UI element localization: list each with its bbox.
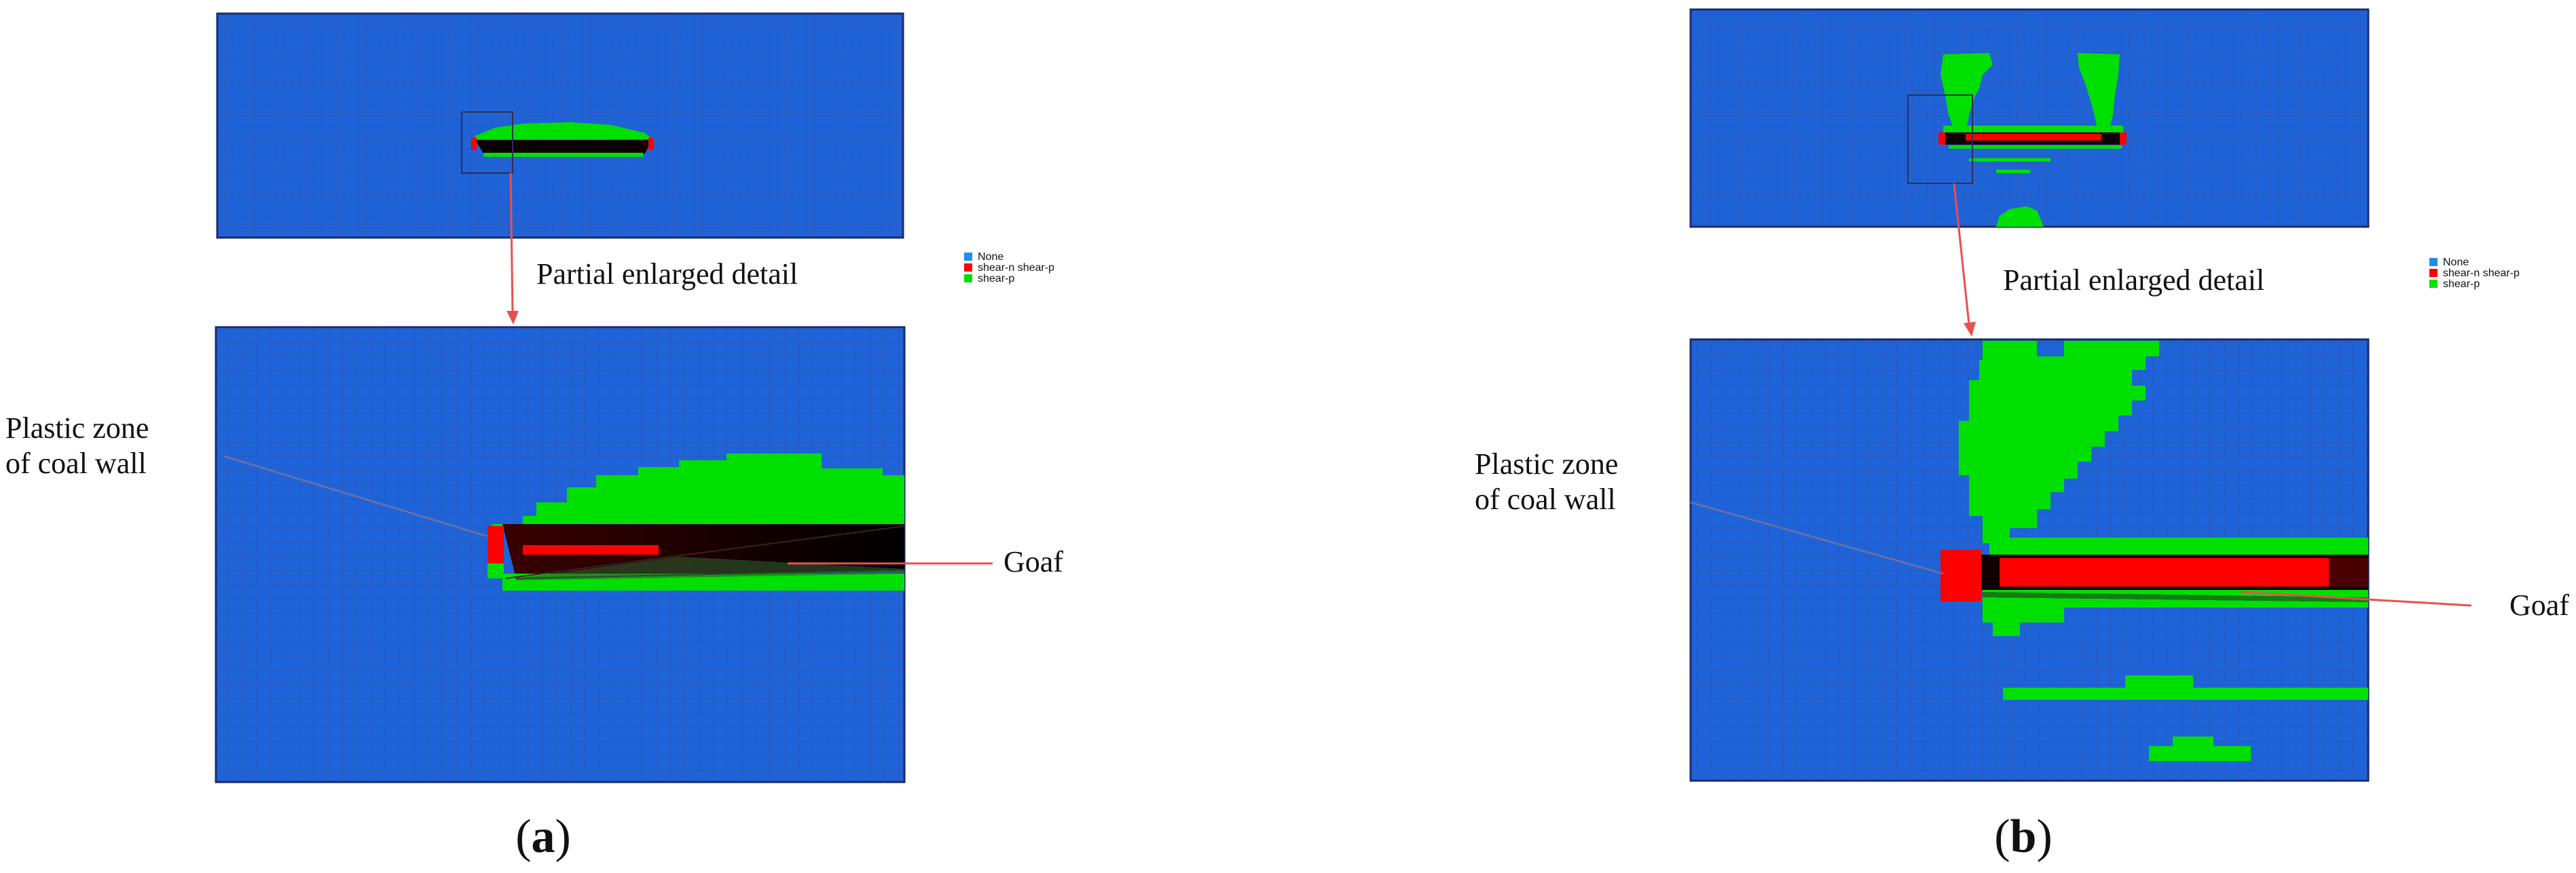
- caption-a-close: ): [555, 811, 571, 863]
- panel-b: Partial enlarged detail: [1475, 8, 2569, 863]
- enlarged-b-coal-wall: [1940, 550, 1981, 601]
- enlarged-label-a: Partial enlarged detail: [536, 257, 798, 291]
- goaf-a-shade-line-1: [505, 525, 905, 579]
- plastic-callout-line-b: [1690, 501, 1944, 575]
- enlarged-b-lower-shade: [1983, 592, 2368, 602]
- plastic-label-b-line1: Plastic zone: [1475, 447, 1618, 481]
- plastic-callout-line-a: [223, 455, 488, 538]
- enlarged-b-lower-band-6: [2173, 737, 2213, 746]
- goaf-a-shade-wedge: [516, 557, 904, 580]
- goaf-callout-line-b: [2240, 591, 2472, 607]
- overview-a-coal-wall: [471, 138, 477, 150]
- overview-b-inner-shear-n: [1966, 134, 2101, 141]
- enlarged-label-b: Partial enlarged detail: [2003, 263, 2264, 297]
- plastic-label-a-line2: of coal wall: [5, 447, 147, 480]
- enlarged-b-lower-band-5: [2125, 675, 2193, 688]
- enlarged-a-shear-p-upper: [492, 453, 904, 530]
- legend-b-label-none: None: [2443, 257, 2469, 268]
- enlarge-arrowhead-a: [507, 311, 519, 324]
- overview-b-bottom-mound: [1996, 206, 2044, 227]
- plastic-label-b-line2: of coal wall: [1475, 483, 1616, 516]
- enlarge-arrowhead-b: [1964, 322, 1976, 337]
- legend-a-label-none: None: [978, 251, 1004, 263]
- legend-b-label-shear-n: shear-n shear-p: [2443, 267, 2520, 279]
- enlarged-b-inner-shear-n: [2000, 558, 2329, 587]
- overview-b-upper-band: [1943, 126, 2123, 132]
- overview-a-shear-p-zone: [475, 122, 652, 141]
- enlarge-arrow-a: [509, 172, 514, 313]
- caption-a-open: (: [515, 811, 531, 863]
- enlarged-model-a: [215, 326, 906, 783]
- overview-a-goaf: [475, 140, 652, 153]
- legend-a-label-shear-n: shear-n shear-p: [978, 262, 1054, 274]
- legend-b-swatch-shear-n: [2429, 269, 2437, 277]
- overview-b-selection-box: [1907, 94, 1973, 184]
- overview-b-lower-band-3: [1996, 170, 2030, 173]
- overview-b-lower-band-1: [1949, 145, 2122, 149]
- legend-a-swatch-shear-p: [964, 274, 972, 282]
- overview-model-a: [216, 12, 904, 239]
- overview-a-selection-box: [461, 111, 513, 174]
- enlarged-b-upper-band: [1989, 538, 2368, 555]
- goaf-label-a: Goaf: [1004, 545, 1063, 578]
- legend-b-swatch-shear-p: [2429, 280, 2437, 288]
- legend-a-swatch-shear-n: [964, 263, 972, 272]
- overview-b-right-plume: [2078, 53, 2120, 132]
- legend-b: None shear-n shear-p shear-p: [2429, 257, 2520, 290]
- overview-b-left-plume: [1940, 53, 1993, 132]
- legend-a: None shear-n shear-p shear-p: [964, 251, 1054, 284]
- legend-b-label-shear-p: shear-p: [2443, 278, 2480, 290]
- caption-a: (a): [515, 811, 571, 863]
- enlarged-b-lower-band-3: [1993, 623, 2020, 636]
- enlarged-a-coal-wall: [487, 526, 504, 563]
- caption-a-letter: a: [532, 811, 555, 863]
- plastic-label-a-line1: Plastic zone: [5, 411, 149, 445]
- caption-b-close: ): [2036, 811, 2052, 863]
- overview-a-lower-shear: [483, 153, 643, 157]
- overview-a-goaf-end: [648, 138, 654, 150]
- enlarged-b-lower-band-4: [2003, 688, 2368, 700]
- enlarged-model-b: [1689, 338, 2370, 782]
- enlarged-b-shear-p-plume: [1959, 341, 2159, 543]
- goaf-label-b: Goaf: [2509, 589, 2569, 622]
- overview-b-coal-wall: [1938, 132, 1945, 145]
- caption-b-open: (: [1994, 811, 2010, 863]
- enlarged-b-lower-band-2: [1983, 608, 2064, 623]
- enlarged-b-lower-band-7: [2149, 746, 2251, 761]
- legend-a-swatch-none: [964, 253, 972, 261]
- enlarged-b-goaf-right-edge: [2329, 558, 2368, 587]
- legend-a-label-shear-p: shear-p: [978, 273, 1014, 284]
- overview-b-lower-band-2: [1969, 158, 2050, 162]
- caption-b: (b): [1994, 811, 2053, 863]
- caption-b-letter: b: [2010, 811, 2037, 863]
- enlarge-arrow-b: [1953, 183, 1970, 325]
- enlarged-a-inner-shear-n: [523, 545, 659, 555]
- overview-b-goaf-end: [2120, 132, 2127, 145]
- legend-b-swatch-none: [2429, 258, 2437, 266]
- enlarged-a-coal-wall-shear-p: [487, 563, 504, 578]
- panel-a: Partial enlarged detail Plastic zone of …: [5, 12, 1063, 863]
- overview-model-b: [1689, 8, 2370, 228]
